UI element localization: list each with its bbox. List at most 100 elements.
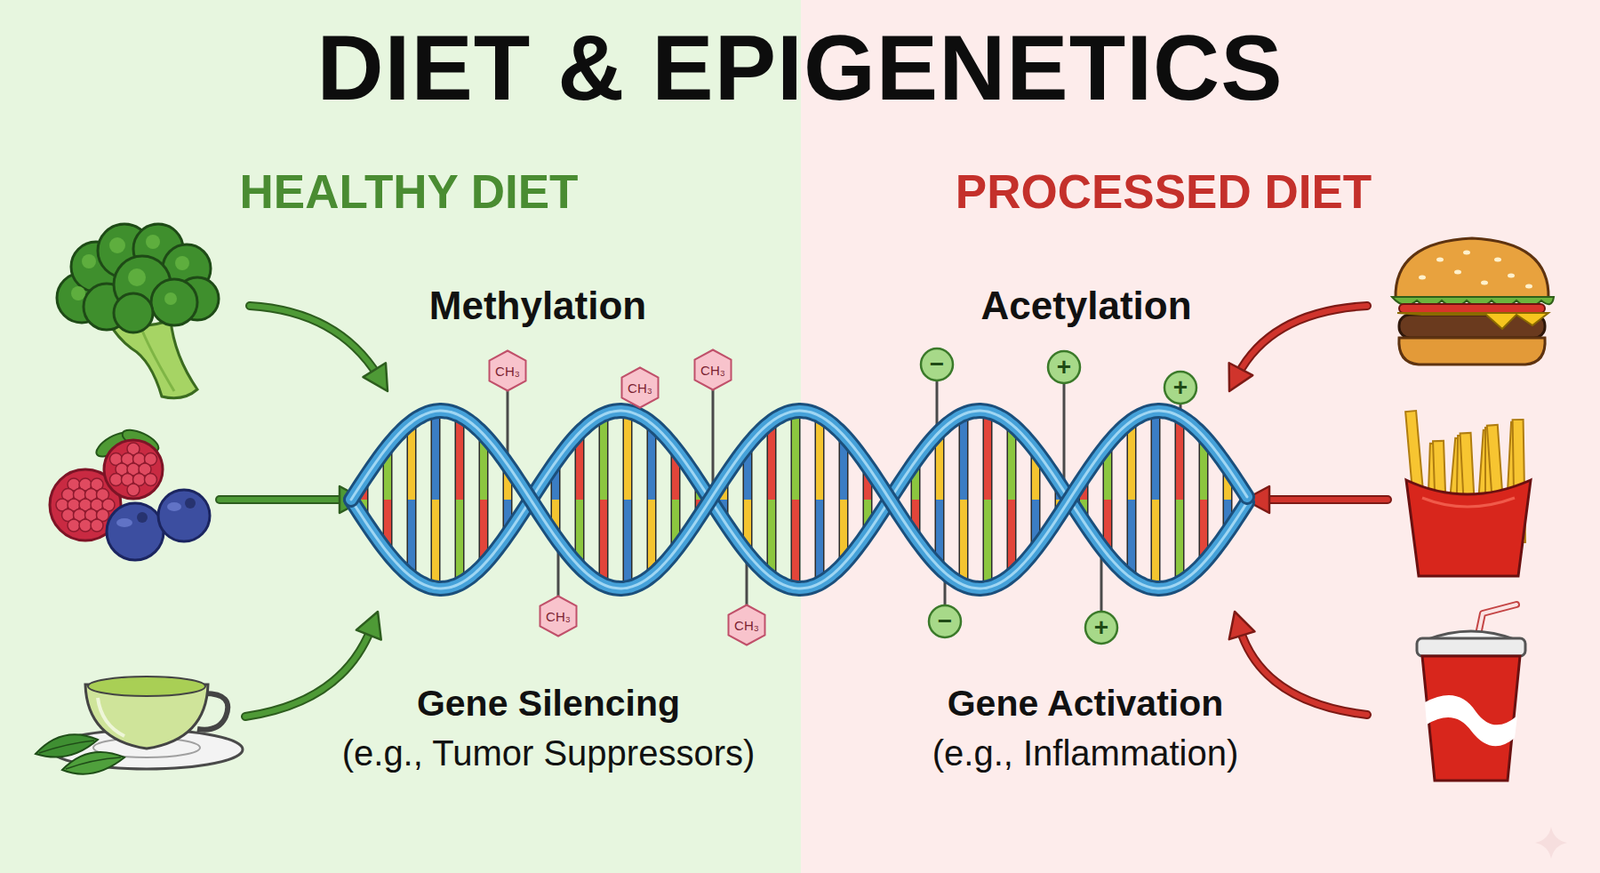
base-pair-outline	[1151, 410, 1161, 589]
berries-illustration-part	[167, 502, 182, 512]
soda-illustration-part	[1424, 695, 1518, 746]
title: DIET & EPIGENETICS	[316, 16, 1283, 119]
base-pair	[1107, 444, 1109, 555]
arrow-shaft	[1237, 305, 1368, 376]
base-pair	[939, 432, 941, 568]
methyl-group-text: CH₃	[620, 366, 660, 409]
green-tea-illustration-part	[65, 757, 121, 769]
broccoli-illustration-part	[145, 234, 160, 249]
dna-strand	[351, 410, 1248, 589]
arrow-shaft-outline	[1240, 628, 1368, 715]
arrow-head	[362, 362, 388, 392]
raspberry-drupelet	[67, 519, 80, 532]
dna-strand-highlight	[351, 410, 1248, 589]
base-pair-half	[984, 499, 992, 587]
effect-label: Gene Silencing	[416, 683, 680, 724]
berries-illustration-part	[184, 497, 196, 509]
base-pair-outline	[575, 432, 585, 568]
broccoli-illustration-part	[142, 330, 175, 392]
base-pair-half	[792, 411, 800, 500]
arrow-shaft	[219, 496, 347, 503]
base-pair-half	[1152, 411, 1160, 500]
methyl-group-text: CH₃	[693, 348, 733, 392]
base-pair-outline	[647, 423, 657, 576]
fries-illustration	[1405, 410, 1531, 576]
base-pair-half	[432, 499, 440, 588]
diet-arrow	[249, 305, 388, 392]
burger-illustration-part	[1399, 337, 1545, 365]
methyl-group-text: CH₃	[727, 603, 767, 647]
base-pair-outline	[407, 422, 417, 577]
burger-illustration-part	[1399, 304, 1545, 313]
methyl-hexagon: CH₃	[620, 366, 660, 409]
raspberry-drupelet	[127, 483, 140, 496]
base-pair-half	[456, 499, 464, 584]
example-note: (e.g., Inflammation)	[932, 733, 1240, 773]
fries-illustration-part	[1406, 480, 1531, 576]
base-pair-half	[624, 499, 632, 587]
base-pair	[603, 414, 605, 584]
base-pair-half	[624, 412, 632, 500]
raspberry-body	[104, 440, 163, 499]
acetyl-circle: −	[919, 346, 955, 383]
base-pair	[627, 411, 629, 588]
diet-arrow	[1229, 611, 1368, 715]
base-pair-half	[792, 499, 800, 588]
methyl-hexagon: CH₃	[727, 603, 767, 647]
diet-arrow	[219, 305, 1388, 717]
base-pair-half	[432, 411, 440, 500]
base-pair	[579, 432, 581, 568]
burger-illustration-part	[1436, 257, 1444, 263]
acetyl-circle: −	[927, 603, 963, 640]
broccoli-illustration-part	[113, 293, 153, 333]
base-pair-outline	[767, 421, 777, 578]
base-pair-half	[1152, 499, 1160, 588]
burger-illustration-part	[1397, 312, 1549, 329]
diet-arrow	[219, 486, 365, 513]
broccoli-illustration-part	[128, 268, 146, 287]
base-pair	[843, 435, 845, 565]
dna-strand-outline	[351, 410, 1248, 589]
base-pair-outline	[935, 432, 945, 568]
green-tea-illustration-part	[97, 697, 125, 736]
base-pair-outline	[1127, 420, 1137, 578]
base-pair-half	[1128, 421, 1136, 500]
broccoli-illustration-part	[71, 286, 86, 301]
base-pair-outline	[983, 411, 993, 588]
burger-illustration-part	[1525, 284, 1533, 289]
broccoli-illustration-part	[81, 254, 96, 269]
berries-illustration-part	[106, 503, 164, 560]
section-heading: HEALTHY DIET	[240, 166, 579, 218]
burger-illustration	[1392, 238, 1554, 365]
base-pair-half	[816, 416, 824, 500]
base-pair-outline	[479, 434, 489, 566]
soda-illustration-part	[1422, 656, 1520, 781]
green-tea-illustration-part	[88, 676, 206, 696]
diet-arrow	[1244, 486, 1388, 513]
berries-illustration-part	[136, 512, 148, 523]
base-pair-half	[1176, 416, 1184, 500]
base-pair-half	[1176, 499, 1184, 583]
base-pair-outline	[1175, 416, 1185, 583]
burger-illustration-part	[1395, 238, 1549, 299]
methyl-hexagon: CH₃	[488, 349, 528, 392]
base-pair-half	[600, 415, 608, 500]
raspberry-drupelet	[144, 473, 158, 487]
base-pair-outline	[815, 416, 825, 584]
base-pair	[459, 415, 461, 584]
base-pair	[987, 411, 989, 588]
arrow-shaft	[249, 305, 378, 376]
leader-line	[1063, 367, 1066, 492]
base-pair-outline	[455, 415, 465, 584]
base-pair	[651, 423, 653, 576]
base-pair-outline	[959, 414, 969, 585]
burger-illustration-part	[1418, 275, 1426, 280]
base-pair-outline	[599, 414, 609, 584]
base-pair-half	[600, 499, 608, 584]
base-pair-half	[1128, 499, 1136, 578]
base-pair	[1179, 416, 1181, 583]
base-pair	[795, 410, 797, 588]
base-pair	[963, 414, 965, 585]
dna-strand	[351, 410, 1248, 589]
